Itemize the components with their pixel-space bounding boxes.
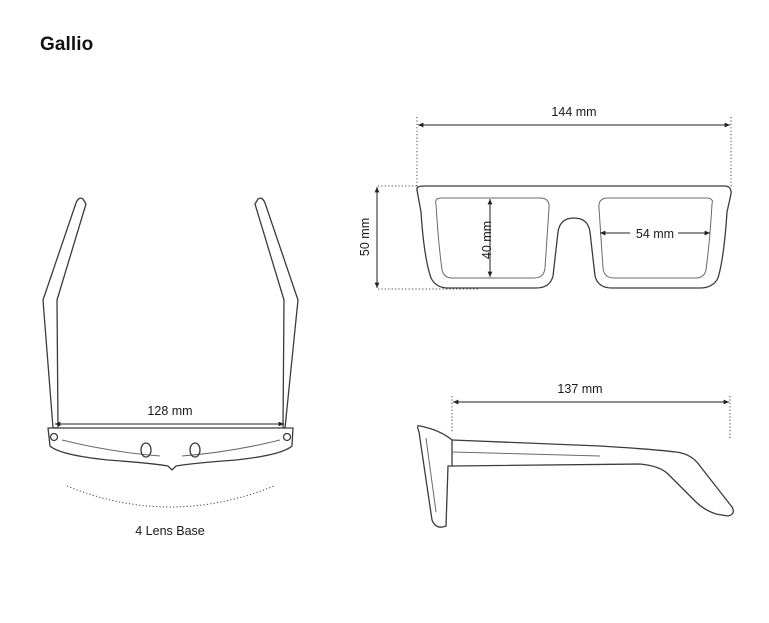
side-view: 137 mm [417, 382, 734, 528]
top-view-nose-pad-right [189, 442, 201, 458]
top-view-hinge-right [282, 432, 292, 442]
frame-height-label: 50 mm [358, 218, 372, 256]
front-view-frame [416, 185, 732, 289]
top-view-right-temple [254, 197, 299, 429]
top-view-left-temple [42, 197, 87, 429]
hinge-width-label: 128 mm [147, 404, 192, 418]
front-view-lens-left [435, 197, 550, 279]
top-view-nose-pad-left [140, 442, 152, 458]
temple-length-label: 137 mm [557, 382, 602, 396]
front-view: 144 mm 50 mm 40 mm 54 mm [358, 105, 732, 290]
lens-height-label: 40 mm [480, 221, 494, 259]
front-view-lens-right [598, 197, 713, 279]
lens-base-label: 4 Lens Base [135, 524, 205, 538]
top-view: 128 mm 4 Lens Base [42, 197, 299, 538]
top-view-front-frame [47, 427, 294, 471]
lens-width-label: 54 mm [636, 227, 674, 241]
side-view-frame-front [417, 424, 453, 528]
top-view-lens-line [61, 439, 281, 457]
top-view-hinge-left [49, 432, 59, 442]
frame-width-label: 144 mm [551, 105, 596, 119]
side-view-frame-inner [425, 437, 601, 513]
page-title: Gallio [40, 34, 94, 55]
side-view-temple [451, 439, 734, 517]
lens-base-curve [66, 485, 275, 508]
